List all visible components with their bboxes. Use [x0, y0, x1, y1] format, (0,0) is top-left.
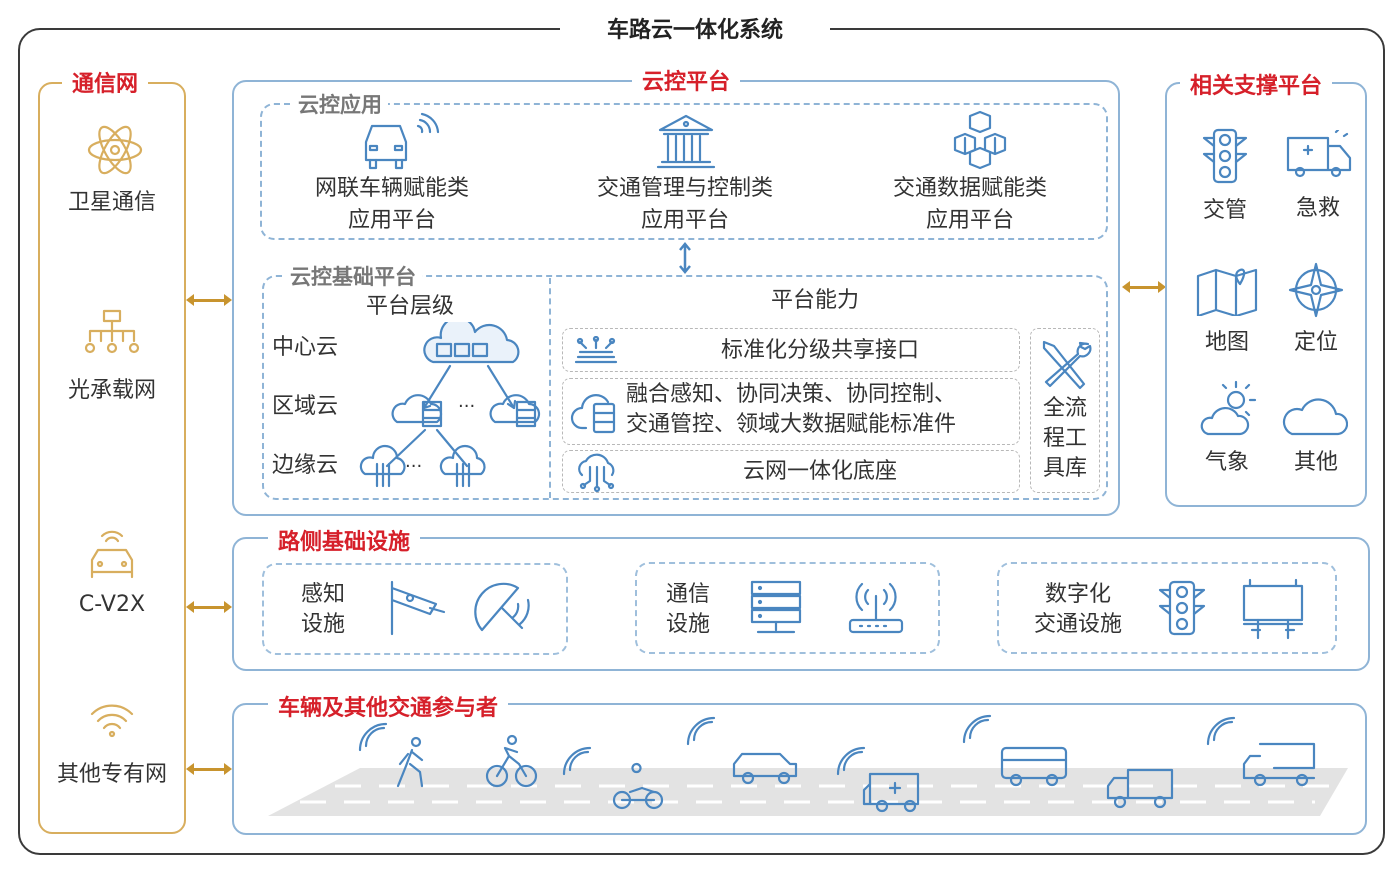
billboard-icon: [1242, 578, 1304, 640]
cloud-network-icon: [578, 453, 615, 493]
comm-item-label: 其他专有网: [56, 762, 167, 787]
ambulance-icon: [1286, 130, 1352, 178]
camera-icon: [390, 580, 446, 636]
level-label: 边缘云: [272, 453, 339, 478]
ellipsis: ···: [405, 456, 423, 477]
support-item: 地图: [1204, 330, 1249, 355]
government-building-icon: [656, 114, 716, 169]
pedestrian-icon: [358, 722, 424, 788]
roadside-group-label: 感知: [300, 582, 345, 607]
bus-icon: [962, 714, 1068, 787]
roadside-group: [997, 562, 1337, 654]
comm-item-label: 卫星通信: [67, 190, 156, 215]
ambulance-icon: [836, 746, 920, 813]
wifi-icon: [90, 704, 134, 738]
network-icon: [84, 309, 140, 354]
vehicles-title: 车辆及其他交通参与者: [268, 690, 509, 722]
roadside-group: [262, 563, 568, 655]
motorcycle-icon: [562, 746, 664, 810]
roadside-group-label: 交通设施: [1033, 612, 1122, 637]
app-platform-name: 网联车辆赋能类: [314, 176, 469, 201]
road-scene: [268, 714, 1348, 816]
connected-car-icon: [364, 112, 440, 170]
toolkit-label: 全流: [1042, 396, 1087, 421]
vehicles-panel: [232, 703, 1367, 835]
router-icon: [848, 582, 904, 634]
capabilities-title: 平台能力: [770, 288, 859, 313]
capability-box: [562, 328, 1020, 372]
comm-network-title: 通信网: [62, 66, 149, 98]
capability-box: [562, 378, 1020, 445]
cloud-apps-box: [260, 103, 1108, 240]
roadside-panel: [232, 537, 1370, 671]
cloud-hierarchy-diagram: [359, 322, 541, 488]
bidirectional-arrow: [186, 763, 232, 775]
app-platform-name: 交通管理与控制类: [596, 176, 773, 201]
comm-item-label: C-V2X: [78, 592, 146, 617]
cloud-base-box: [262, 275, 1108, 500]
cloud-apps-title: 云控应用: [292, 89, 388, 119]
divider: [549, 278, 551, 498]
app-platform-name: 应用平台: [347, 208, 436, 233]
data-cubes-icon: [953, 110, 1007, 170]
dump-truck-icon: [1206, 716, 1316, 787]
capability-label: 云网一体化底座: [742, 459, 897, 484]
radar-icon: [474, 582, 530, 632]
server-icon: [750, 580, 802, 634]
bidirectional-arrow: [186, 294, 232, 306]
vertical-arrow-icon: [679, 242, 691, 274]
road: [268, 768, 1348, 816]
support-item: 定位: [1293, 330, 1338, 355]
level-label: 区域云: [272, 394, 339, 419]
app-platform-name: 交通数据赋能类: [892, 176, 1047, 201]
bidirectional-arrow: [1122, 281, 1166, 293]
capability-label: 交通管控、领域大数据赋能标准件: [626, 412, 957, 437]
satellite-icon: [87, 125, 143, 175]
app-platform-name: 应用平台: [925, 208, 1014, 233]
comm-item-label: 光承载网: [67, 378, 156, 403]
toolkit-box: [1030, 328, 1100, 493]
bidirectional-arrow: [186, 601, 232, 613]
compass-icon: [1288, 262, 1344, 318]
cloud-server-icon: [570, 394, 616, 434]
roadside-group: [635, 562, 940, 654]
cyclist-icon: [485, 734, 538, 788]
main-title: 车路云一体化系统: [560, 12, 830, 44]
levels-title: 平台层级: [365, 294, 454, 319]
cloud-base-title: 云控基础平台: [284, 261, 422, 291]
traffic-light-icon: [1202, 128, 1248, 184]
ellipsis: ···: [458, 396, 476, 417]
level-label: 中心云: [272, 335, 339, 360]
weather-icon: [1200, 380, 1257, 436]
map-icon: [1196, 268, 1258, 316]
support-item: 其他: [1293, 450, 1338, 475]
capability-label: 标准化分级共享接口: [720, 338, 919, 363]
interface-icon: [574, 336, 618, 364]
capability-label: 融合感知、协同决策、协同控制、: [626, 382, 957, 407]
traffic-light-icon: [1158, 580, 1206, 636]
connected-car-icon: [90, 530, 134, 579]
toolkit-label: 程工: [1042, 426, 1087, 451]
support-title: 相关支撑平台: [1180, 68, 1333, 100]
roadside-group-label: 设施: [300, 612, 345, 637]
roadside-title: 路侧基础设施: [268, 524, 421, 556]
roadside-group-label: 数字化: [1044, 582, 1111, 607]
roadside-group-label: 设施: [665, 612, 710, 637]
cloud-icon: [1282, 398, 1348, 436]
toolkit-label: 具库: [1042, 456, 1087, 481]
cloud-platform-title: 云控平台: [632, 64, 741, 96]
support-item: 交管: [1202, 198, 1247, 223]
support-item: 气象: [1204, 450, 1249, 475]
capability-box: [562, 450, 1020, 493]
support-item: 急救: [1295, 196, 1340, 221]
truck-icon: [1106, 768, 1174, 809]
roadside-group-label: 通信: [665, 582, 710, 607]
app-platform-name: 应用平台: [640, 208, 729, 233]
car-icon: [686, 716, 798, 785]
tools-icon: [1042, 340, 1092, 390]
